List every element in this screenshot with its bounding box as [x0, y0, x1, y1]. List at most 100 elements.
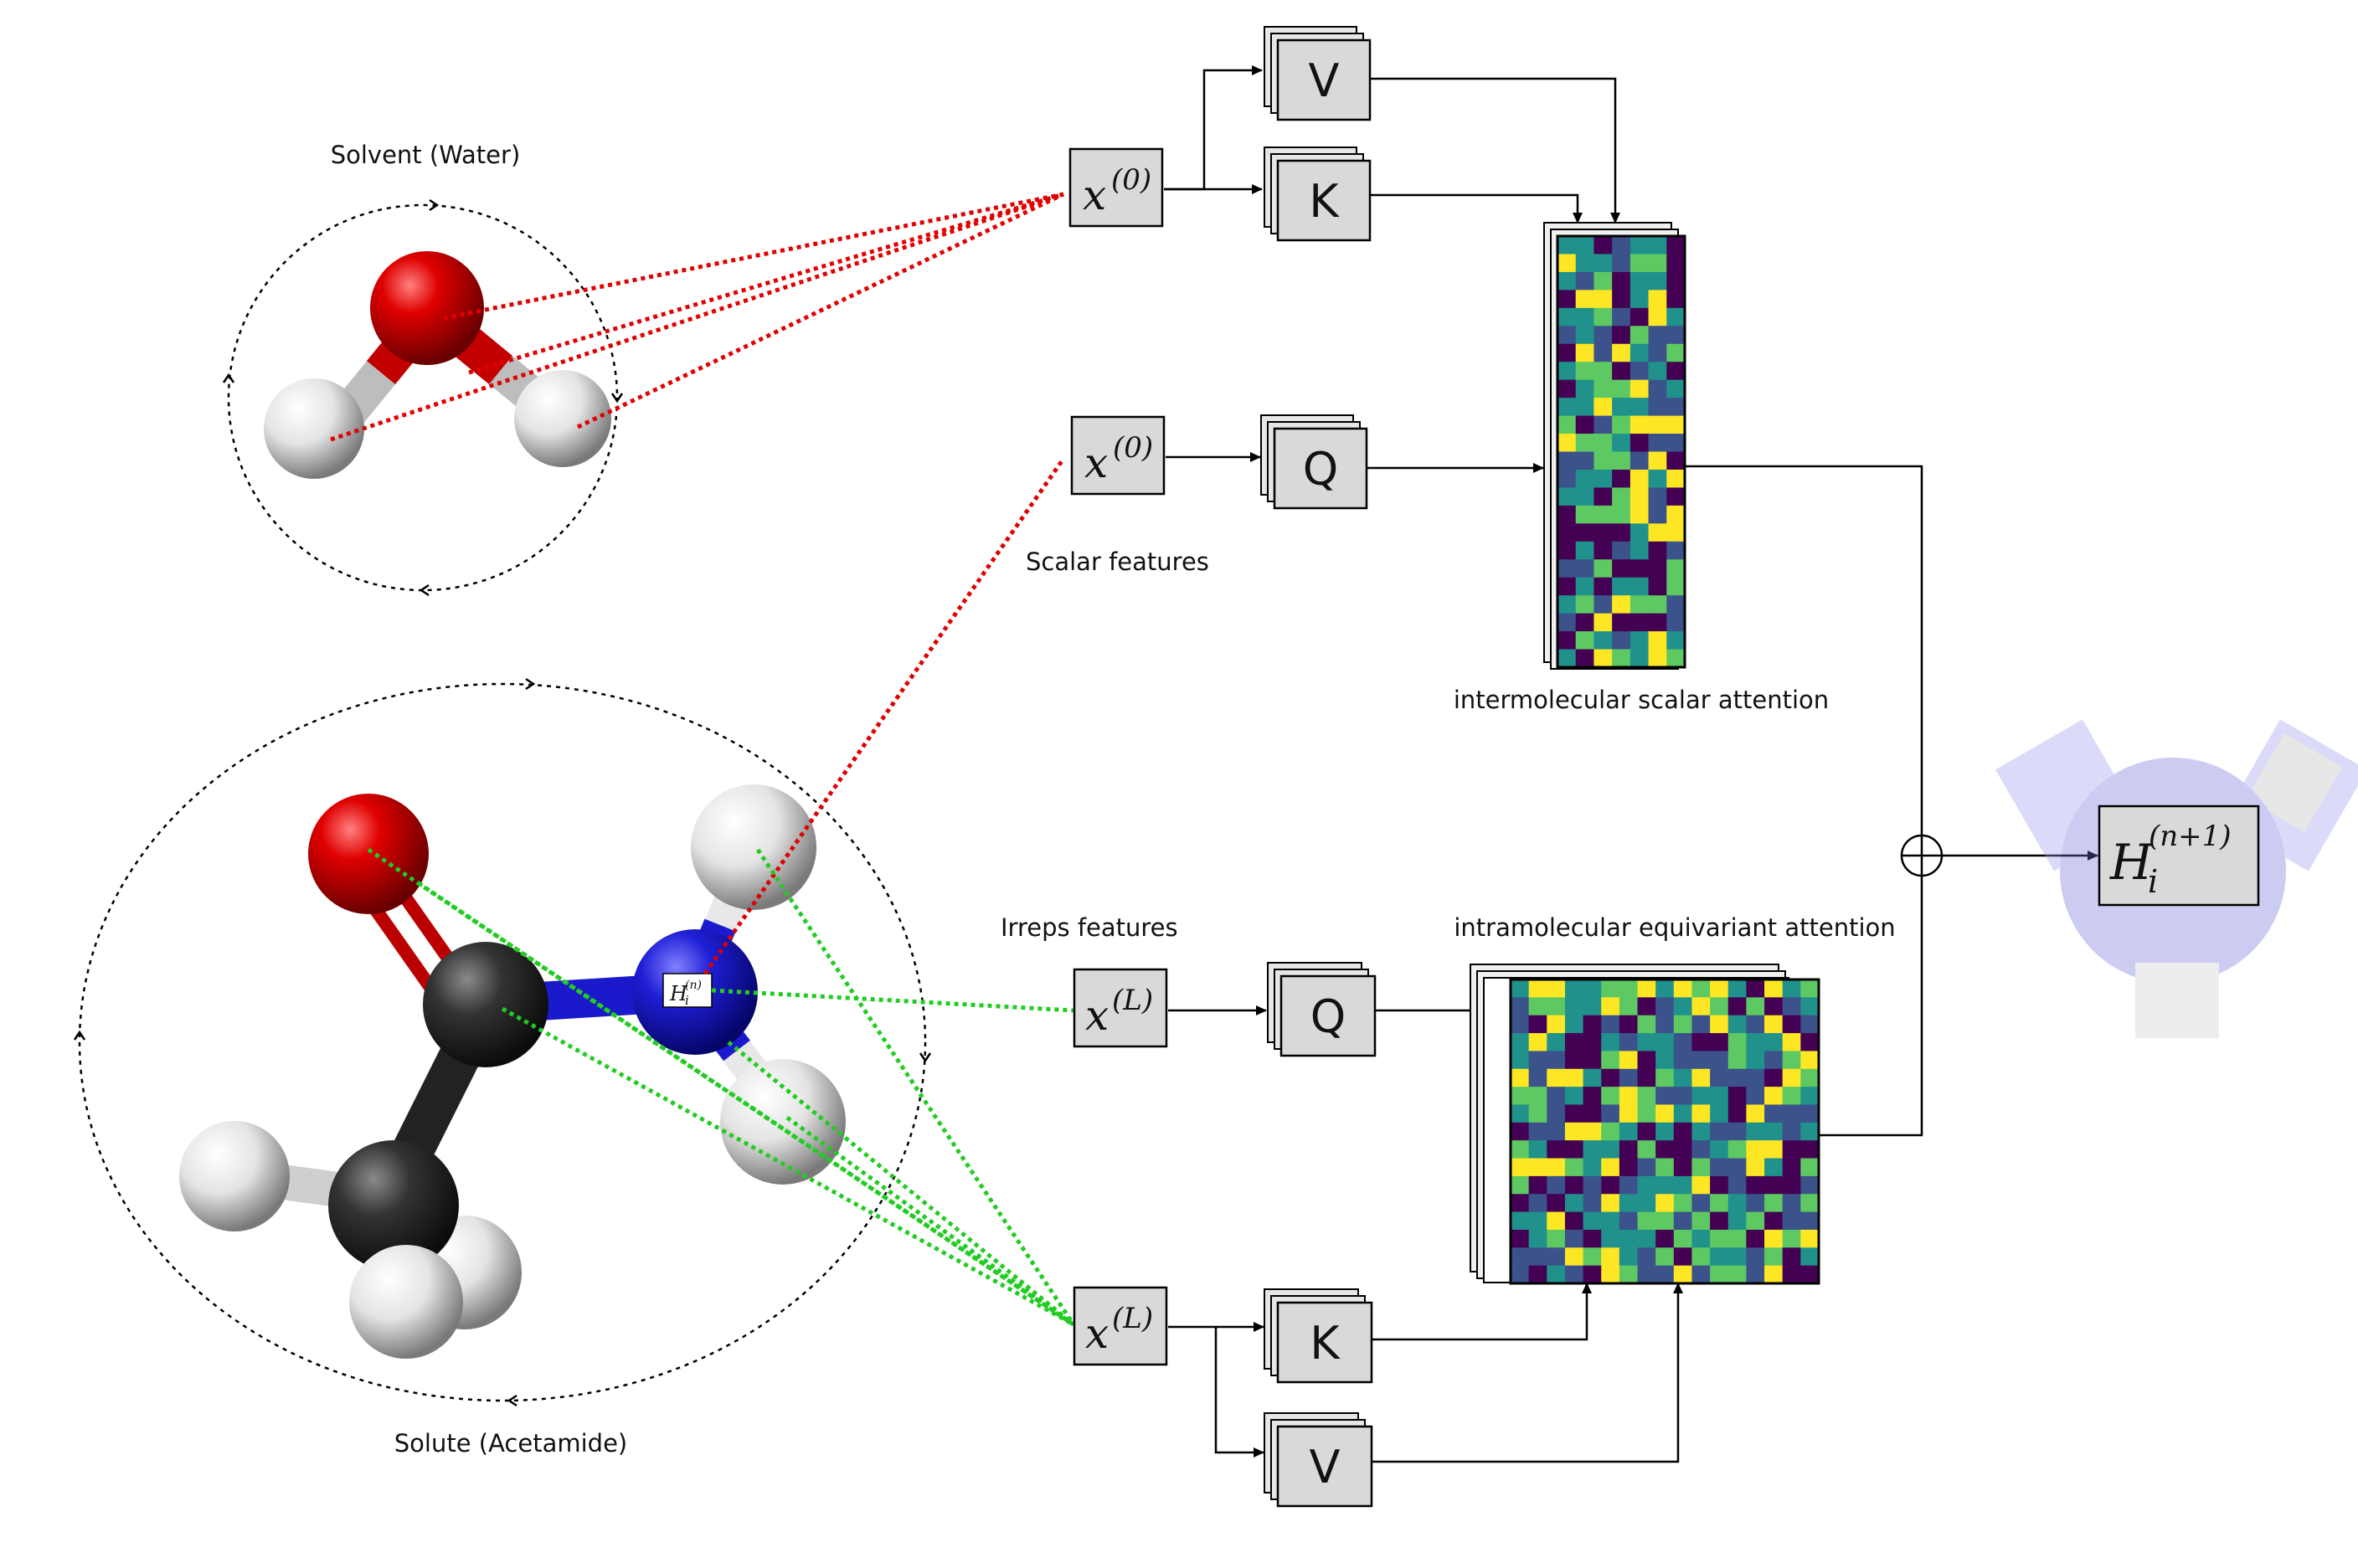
heatmap-cell — [1575, 307, 1595, 326]
heatmap-cell — [1619, 1194, 1639, 1213]
heatmap-cell — [1575, 469, 1595, 489]
projection-k-bottom: K — [1264, 1288, 1373, 1384]
heatmap-cell — [1601, 1211, 1620, 1231]
heatmap-cell — [1746, 979, 1765, 998]
heatmap-cell — [1648, 559, 1667, 578]
heatmap-cell — [1557, 236, 1577, 255]
projection-v-bottom: V — [1264, 1412, 1373, 1508]
heatmap-cell — [1619, 1015, 1639, 1034]
heatmap-cell — [1511, 1033, 1530, 1052]
heatmap-cell — [1547, 1175, 1566, 1195]
heatmap-cell — [1800, 1229, 1820, 1248]
heatmap-cell — [1637, 1033, 1656, 1052]
heatmap-cell — [1655, 1087, 1675, 1106]
heatmap-cell — [1575, 559, 1595, 578]
heatmap-cell — [1629, 649, 1650, 668]
heatmap-cell — [1629, 505, 1650, 524]
heatmap-cell — [1629, 523, 1650, 542]
heatmap-cell — [1673, 1087, 1693, 1106]
svg-text:(0): (0) — [1111, 163, 1151, 197]
heatmap-cell — [1593, 236, 1613, 255]
heatmap-cell — [1528, 1140, 1547, 1159]
heatmap-cell — [1666, 379, 1686, 398]
heatmap-cell — [1800, 1068, 1820, 1087]
heatmap-cell — [1666, 649, 1686, 668]
heatmap-cell — [1648, 613, 1667, 632]
heatmap-cell — [1612, 290, 1631, 309]
heatmap-cell — [1564, 1087, 1584, 1106]
heatmap-cell — [1583, 1051, 1602, 1070]
heatmap-cell — [1746, 1175, 1765, 1195]
heatmap-cell — [1746, 1015, 1765, 1034]
heatmap-cell — [1601, 1175, 1620, 1195]
heatmap-cell — [1637, 1015, 1656, 1034]
heatmap-cell — [1575, 505, 1595, 524]
heatmap-cell — [1637, 1068, 1656, 1087]
heatmap-cell — [1575, 613, 1595, 632]
heatmap-cell — [1619, 1104, 1639, 1123]
svg-text:Q: Q — [1303, 443, 1339, 496]
heatmap-cell — [1557, 434, 1577, 453]
heatmap-cell — [1511, 1211, 1530, 1231]
heatmap-cell — [1666, 236, 1686, 255]
heatmap-cell — [1746, 1087, 1765, 1106]
heatmap-cell — [1547, 1015, 1566, 1034]
heatmap-cell — [1637, 1140, 1656, 1159]
heatmap-cell — [1564, 1211, 1584, 1231]
heatmap-cell — [1601, 997, 1620, 1016]
heatmap-cell — [1575, 577, 1595, 596]
heatmap-cell — [1557, 577, 1577, 596]
heatmap-cell — [1666, 487, 1686, 506]
heatmap-cell — [1764, 1087, 1784, 1106]
heatmap-cell — [1593, 290, 1613, 309]
sum-junction — [1900, 834, 1944, 877]
heatmap-cell — [1557, 290, 1577, 309]
heatmap-cell — [1575, 434, 1595, 453]
heatmap-cell — [1691, 1140, 1711, 1159]
heatmap-cell — [1746, 1051, 1765, 1070]
heatmap-cell — [1575, 541, 1595, 560]
heatmap-cell — [1511, 1015, 1530, 1034]
heatmap-cell — [1629, 379, 1650, 398]
heatmap-cell — [1528, 1247, 1547, 1267]
heatmap-cell — [1528, 1158, 1547, 1177]
heatmap-cell — [1782, 1175, 1801, 1195]
solvent-links — [330, 192, 1066, 975]
heatmap-cell — [1648, 469, 1667, 489]
heatmap-cell — [1593, 541, 1613, 560]
heatmap-cell — [1619, 1051, 1639, 1070]
heatmap-cell — [1637, 1194, 1656, 1213]
heatmap-cell — [1612, 505, 1631, 524]
svg-text:Q: Q — [1310, 990, 1346, 1043]
heatmap-cell — [1666, 613, 1686, 632]
heatmap-cell — [1666, 343, 1686, 362]
heatmap-cell — [1782, 979, 1801, 998]
solvent-molecule: Solvent (Water) — [222, 141, 624, 597]
heatmap-cell — [1593, 307, 1613, 326]
heatmap-cell — [1764, 1051, 1784, 1070]
heatmap-cell — [1648, 290, 1667, 309]
heatmap-cell — [1648, 631, 1667, 650]
heatmap-cell — [1601, 1229, 1620, 1248]
heatmap-cell — [1629, 362, 1650, 381]
heatmap-cell — [1601, 1033, 1620, 1052]
heatmap-cell — [1557, 487, 1577, 506]
heatmap-cell — [1710, 1122, 1729, 1141]
heatmap-cell — [1673, 1194, 1693, 1213]
heatmap-cell — [1557, 343, 1577, 362]
heatmap-cell — [1593, 649, 1613, 668]
heatmap-cell — [1511, 1087, 1530, 1106]
heatmap-cell — [1629, 541, 1650, 560]
heatmap-cell — [1666, 469, 1686, 489]
heatmap-cell — [1648, 595, 1667, 614]
heatmap-cell — [1575, 236, 1595, 255]
heatmap-cell — [1557, 469, 1577, 489]
heatmap-cell — [1629, 451, 1650, 470]
heatmap-cell — [1511, 1122, 1530, 1141]
heatmap-cell — [1691, 997, 1711, 1016]
heatmap-cell — [1727, 1033, 1748, 1052]
heatmap-cell — [1673, 979, 1693, 998]
heatmap-cell — [1746, 1229, 1765, 1248]
intermolecular-attention-map — [1543, 222, 1686, 670]
heatmap-cell — [1666, 541, 1686, 560]
